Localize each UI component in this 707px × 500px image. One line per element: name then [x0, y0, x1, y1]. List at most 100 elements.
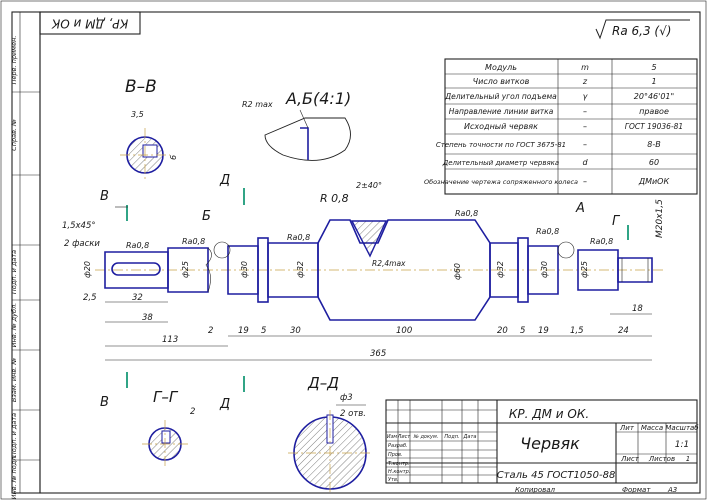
sheets-count: 1 [686, 455, 690, 463]
row-label: Подп. [444, 434, 459, 440]
tooth-angle: 2±40° [356, 181, 382, 190]
dim-label: 2,5 [83, 293, 97, 303]
sheet-label: Лист [620, 455, 640, 463]
dim-label: 18 [632, 304, 643, 314]
shaft-annotations: 1,5x45° 2 фаски Ra0,8 Ra0,8 Ra0,8 Ra0,8 … [62, 181, 665, 361]
param-symbol: – [583, 107, 587, 116]
strip-label-1: Перв. примен. [10, 36, 18, 85]
param-name: Делительный диаметр червяка [442, 159, 559, 167]
dim-label: 32 [132, 293, 143, 303]
detail-ab: А,Б(4:1) R2 max [242, 89, 351, 161]
diameter-label: ф32 [296, 261, 305, 278]
section-bb-title: В–В [125, 77, 157, 97]
roughness-label: Ra0,8 [590, 237, 613, 246]
roughness-label: Ra0,8 [536, 227, 559, 236]
param-name: Степень точности по ГОСТ 3675-81 [436, 141, 566, 149]
title-block: КР. ДМ и ОК. Червяк Сталь 45 ГОСТ1050-88… [385, 399, 699, 494]
detail-ab-note: R2 max [242, 100, 273, 109]
section-gg-title: Г–Г [153, 388, 179, 406]
param-value: ДМиОК [638, 177, 670, 186]
role-label: Утв. [388, 477, 399, 483]
rotated-title: КР, ДМ и ОК [51, 17, 128, 31]
part-name: Червяк [520, 434, 580, 453]
param-name: Обозначение чертежа сопряженного колеса [424, 178, 578, 186]
tooth-radius-max: R2,4max [372, 259, 406, 268]
col-scale: Масштаб [665, 424, 699, 432]
cut-mark-label: Д [219, 173, 230, 188]
chamfer-label: 1,5x45° [62, 221, 96, 231]
params-table: Модуль m 5 Число витков z 1 Делительный … [424, 58, 698, 195]
section-bb-width: 3,5 [131, 110, 144, 119]
section-dd-title: Д–Д [307, 374, 339, 392]
param-name: Число витков [473, 77, 530, 86]
diameter-label: ф20 [83, 261, 92, 278]
diameter-label: ф60 [453, 263, 462, 280]
diameter-label: ф25 [580, 261, 589, 278]
dim-label: 24 [618, 326, 629, 336]
scale-value: 1:1 [675, 440, 689, 450]
section-gg-dim: 2 [190, 407, 195, 417]
cut-mark-label: Г [612, 214, 621, 229]
role-label: Т.контр. [388, 461, 410, 467]
param-name: Делительный угол подъема [444, 92, 557, 101]
param-value: 8-В [647, 140, 660, 149]
role-label: Н.контр. [388, 469, 410, 475]
dim-label: 113 [162, 335, 178, 345]
dim-label: 1,5 [570, 326, 584, 336]
thread-label: M20x1,5 [655, 199, 665, 238]
dim-label: 20 [497, 326, 508, 336]
param-symbol: γ [583, 92, 589, 101]
roughness-label: Ra0,8 [126, 241, 149, 250]
roughness-text: Ra 6,3 (√) [612, 24, 671, 38]
strip-label-2: Справ. № [10, 119, 18, 151]
sheets-label: Листов [648, 455, 675, 463]
dim-label: 19 [538, 326, 549, 336]
col-lit: Лит [619, 424, 635, 432]
param-value: 20°46'01" [634, 92, 674, 101]
copied-label: Копировал [515, 486, 556, 494]
param-value: 5 [651, 63, 656, 72]
param-symbol: – [583, 140, 587, 149]
cut-mark-label: Д [219, 397, 230, 412]
strip-label-3: Подп. и дата [10, 250, 18, 294]
col-mass: Масса [641, 424, 663, 432]
format-label: Формат [622, 486, 651, 494]
diameter-label: ф25 [181, 261, 190, 278]
cut-mark-label: В [100, 189, 109, 204]
param-value: правое [639, 107, 669, 116]
strip-label-6: Подп. и дата [10, 413, 18, 457]
doc-code: КР. ДМ и ОК. [509, 407, 589, 421]
param-name: Модуль [485, 63, 517, 72]
roughness-label: Ra0,8 [455, 209, 478, 218]
row-label: Изм [387, 434, 397, 440]
dim-label: 100 [396, 326, 412, 336]
strip-label-7: Инв. № подл. [10, 455, 18, 500]
dim-label: 19 [238, 326, 249, 336]
param-symbol: m [581, 63, 589, 72]
section-gg: Г–Г 2 [142, 388, 195, 468]
dim-label: 30 [290, 326, 301, 336]
section-dd-diam: ф3 [340, 393, 353, 403]
param-symbol: – [583, 177, 587, 186]
cut-mark-label: В [100, 395, 109, 410]
section-bb-depth: 6 [169, 155, 178, 160]
dim-label: 2 [208, 326, 213, 336]
detail-ab-title: А,Б(4:1) [285, 89, 351, 108]
row-label: Дата [463, 434, 477, 440]
section-bb: В–В 3,5 6 [120, 77, 178, 182]
dim-label: 5 [261, 326, 266, 336]
shaft-main-view [95, 219, 665, 321]
chamfer-note: 2 фаски [64, 239, 100, 249]
cut-mark-label: Б [202, 209, 211, 224]
param-value: 60 [649, 158, 659, 167]
roughness-symbol: Ra 6,3 (√) [595, 19, 690, 40]
section-dd-note: 2 отв. [340, 409, 366, 419]
param-name: Исходный червяк [464, 122, 538, 131]
tooth-radius: R 0,8 [320, 192, 349, 205]
role-label: Пров. [388, 452, 403, 458]
material: Сталь 45 ГОСТ1050-88 [497, 470, 616, 481]
diameter-label: ф32 [496, 261, 505, 278]
strip-label-5: Взам. инв. № [10, 358, 18, 402]
